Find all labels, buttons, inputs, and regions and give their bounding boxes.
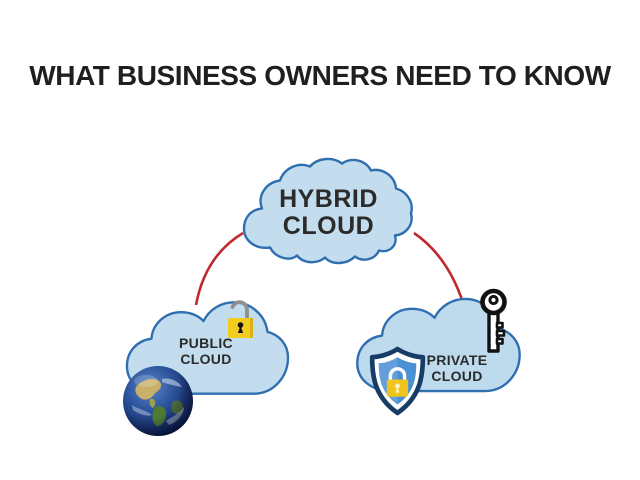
shield-lock-icon — [369, 346, 426, 416]
private-cloud-label-line2: CLOUD — [431, 367, 483, 384]
public-cloud-label: PUBLIC CLOUD — [158, 335, 254, 367]
open-padlock-icon — [228, 300, 253, 338]
public-cloud-label-line1: PUBLIC — [179, 335, 233, 351]
hybrid-cloud-label-line1: HYBRID — [279, 185, 378, 213]
connector-hybrid-to-public — [194, 231, 244, 306]
page-title: WHAT BUSINESS OWNERS NEED TO KNOW — [29, 60, 611, 91]
earth-globe-icon — [123, 366, 193, 436]
hybrid-cloud-label-line2: CLOUD — [282, 212, 375, 240]
public-cloud-label-line2: CLOUD — [180, 350, 232, 367]
hybrid-cloud-shape — [242, 157, 413, 265]
private-cloud-label-line1: PRIVATE — [426, 352, 488, 368]
key-icon — [480, 288, 507, 353]
private-cloud-label: PRIVATE CLOUD — [410, 352, 504, 384]
hybrid-cloud-label: HYBRID CLOUD — [240, 186, 417, 240]
